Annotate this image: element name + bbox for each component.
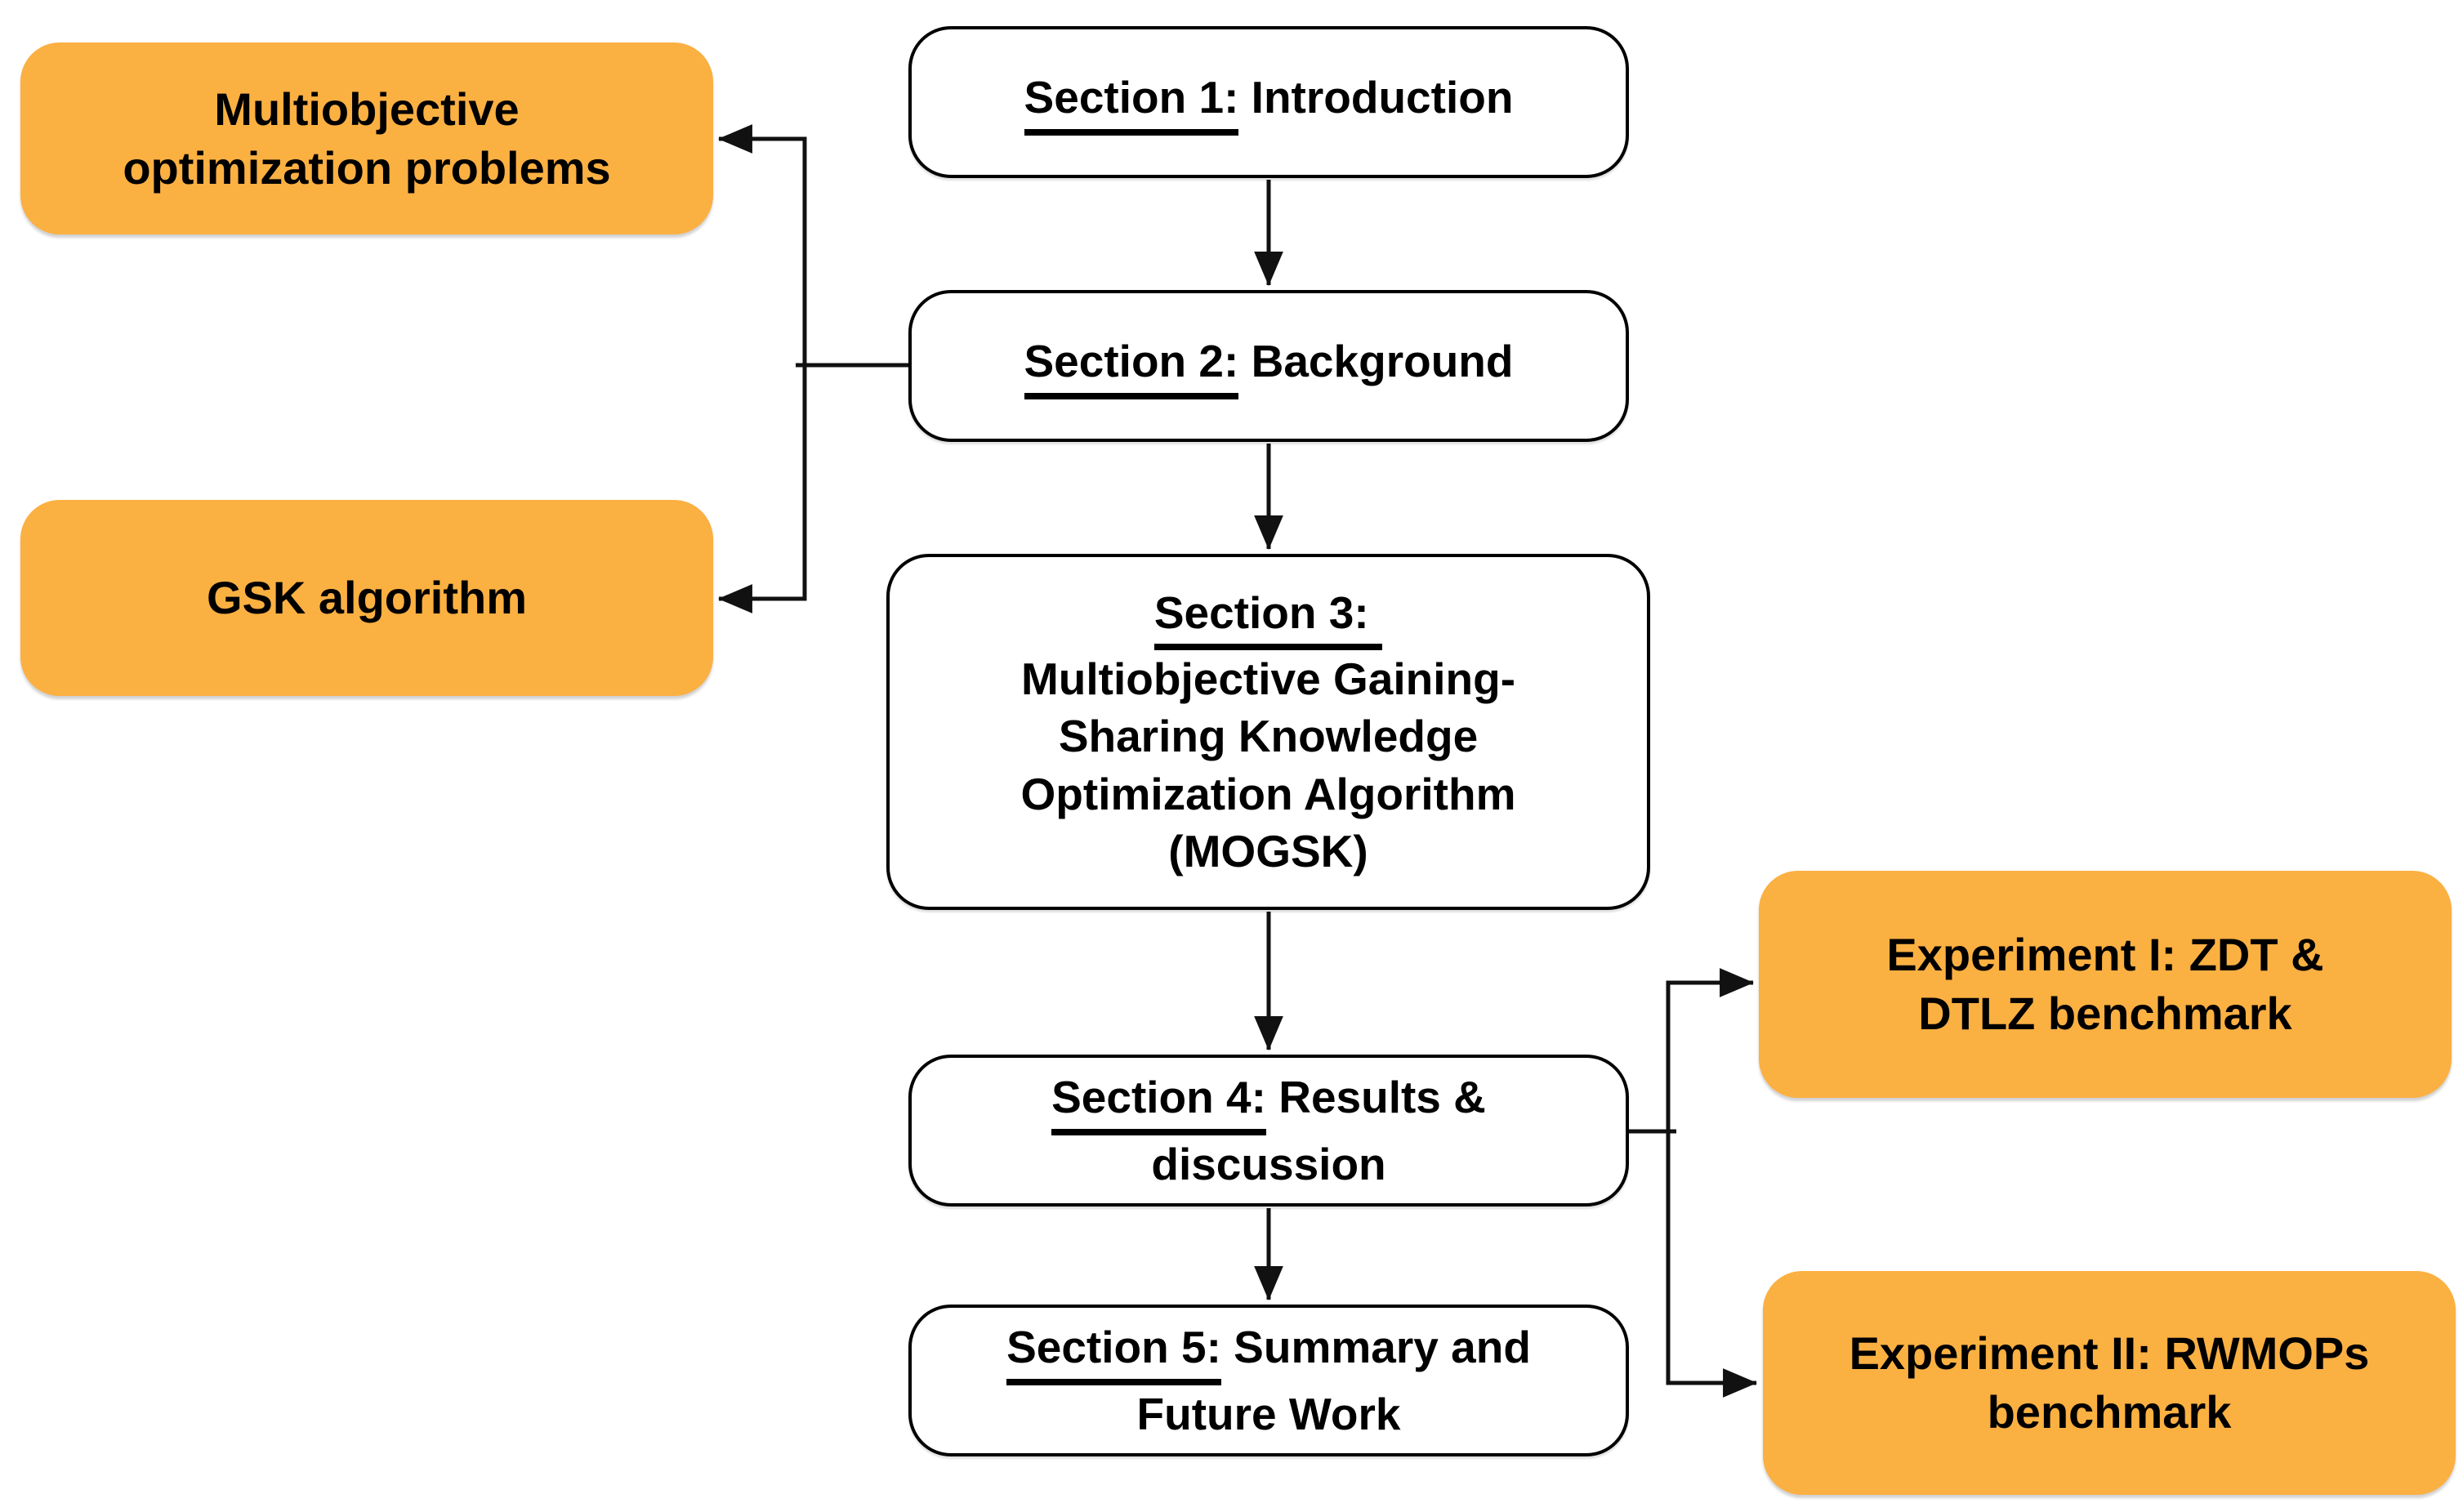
topic-multiobjective-box: Multiobjective optimization problems (20, 42, 713, 234)
section-2-title: Background (1238, 336, 1514, 387)
section-1-box: Section 1: Introduction (908, 26, 1629, 178)
section-2-heading: Section 2: (1024, 332, 1239, 399)
section-5-title: Summary and Future Work (1136, 1322, 1531, 1439)
section-3-label: Section 3:Multiobjective Gaining- Sharin… (890, 584, 1647, 881)
section-5-box: Section 5: Summary and Future Work (908, 1305, 1629, 1456)
topic-experiment2-box: Experiment II: RWMOPs benchmark (1763, 1271, 2456, 1495)
section-1-heading: Section 1: (1024, 69, 1239, 136)
section-4-heading: Section 4: (1051, 1068, 1266, 1135)
section-1-label: Section 1: Introduction (912, 69, 1626, 136)
topic-experiment1-label: Experiment I: ZDT & DTLZ benchmark (1886, 929, 2324, 1039)
section-3-title: Multiobjective Gaining- Sharing Knowledg… (1020, 653, 1516, 877)
topic-experiment1-box: Experiment I: ZDT & DTLZ benchmark (1759, 871, 2452, 1098)
section-4-label: Section 4: Results & discussion (912, 1068, 1626, 1193)
section-4-title: Results & discussion (1151, 1072, 1486, 1189)
section-5-heading: Section 5: (1006, 1318, 1221, 1385)
topic-multiobjective-label: Multiobjective optimization problems (123, 83, 611, 194)
section-5-label: Section 5: Summary and Future Work (912, 1318, 1626, 1443)
section-3-heading: Section 3: (1153, 584, 1383, 650)
section-2-box: Section 2: Background (908, 290, 1629, 442)
topic-gsk-label: GSK algorithm (206, 572, 528, 624)
topic-gsk-box: GSK algorithm (20, 500, 713, 696)
section-3-box: Section 3:Multiobjective Gaining- Sharin… (886, 554, 1650, 910)
section-1-title: Introduction (1238, 72, 1514, 123)
section-2-label: Section 2: Background (912, 332, 1626, 399)
section-4-box: Section 4: Results & discussion (908, 1055, 1629, 1206)
topic-experiment2-label: Experiment II: RWMOPs benchmark (1849, 1327, 2370, 1438)
